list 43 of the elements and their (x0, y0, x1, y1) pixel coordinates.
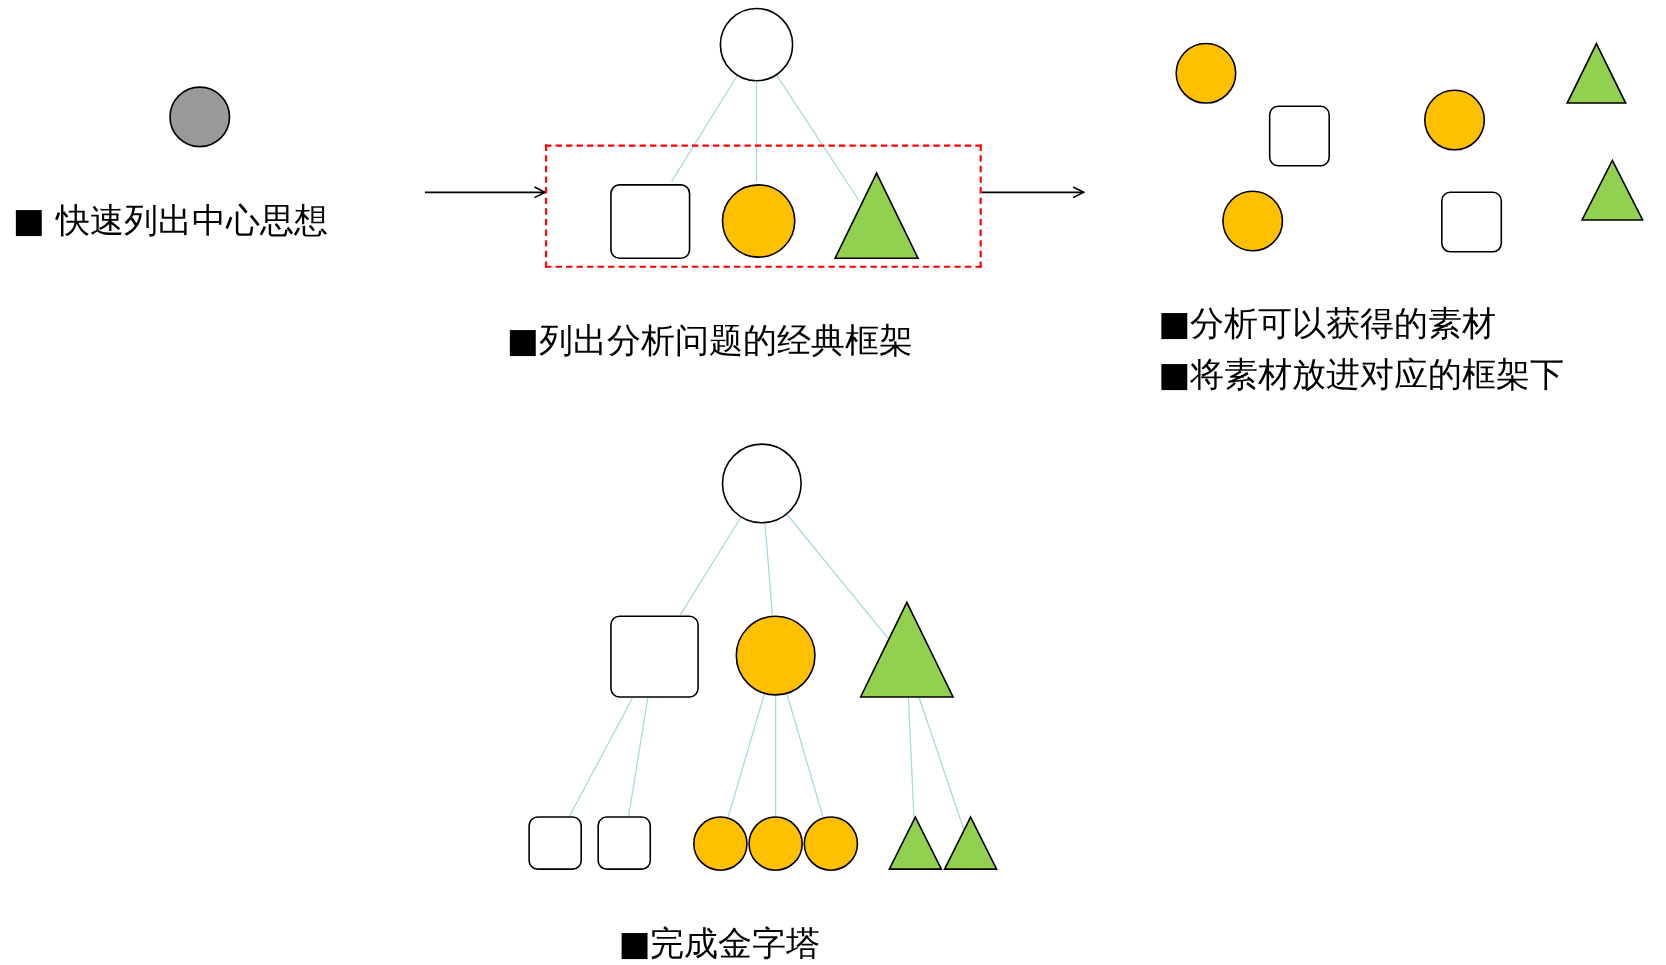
circle-shape (719, 7, 794, 82)
caption-text: ■列出分析问题的经典框架 (506, 319, 913, 361)
rounded-square (609, 183, 691, 260)
caption-text: ■分析可以获得的素材 (1158, 302, 1497, 344)
connector-line (786, 514, 890, 640)
triangle-shape (834, 172, 920, 260)
caption-text: ■ 快速列出中心思想 (12, 199, 328, 241)
triangle-shape (1566, 42, 1627, 105)
rounded-square (1268, 105, 1331, 167)
connector-line (568, 697, 634, 817)
circle-shape (1423, 89, 1486, 151)
caption-text: ■完成金字塔 (618, 923, 821, 964)
circle-shape (1221, 190, 1284, 252)
circle-shape (168, 86, 231, 148)
connector-line (727, 693, 765, 818)
circle-shape (692, 816, 748, 872)
circle-shape (748, 816, 804, 872)
connector-line (764, 523, 774, 616)
connector-line (776, 75, 860, 202)
connector-line (670, 75, 738, 183)
triangle-shape (1581, 159, 1644, 221)
rounded-square (528, 816, 583, 871)
triangle-shape (943, 816, 998, 871)
circle-shape (735, 615, 816, 696)
circle-shape (1175, 42, 1237, 105)
rounded-square (1440, 191, 1503, 253)
connector-line (786, 693, 824, 818)
connector-line (775, 695, 777, 817)
rounded-square (597, 816, 652, 871)
connector-line (679, 517, 742, 616)
connector-line (628, 697, 649, 817)
circle-shape (803, 816, 859, 872)
connector-line (907, 697, 915, 820)
circle-shape (721, 443, 803, 524)
connector-line (755, 81, 758, 183)
arrow (424, 186, 546, 199)
dashed-frame (545, 144, 982, 268)
caption-text: ■将素材放进对应的框架下 (1158, 353, 1565, 395)
rounded-square (609, 615, 700, 699)
triangle-shape (859, 601, 955, 699)
arrow (980, 186, 1085, 199)
triangle-shape (888, 816, 943, 871)
circle-shape (721, 183, 796, 259)
